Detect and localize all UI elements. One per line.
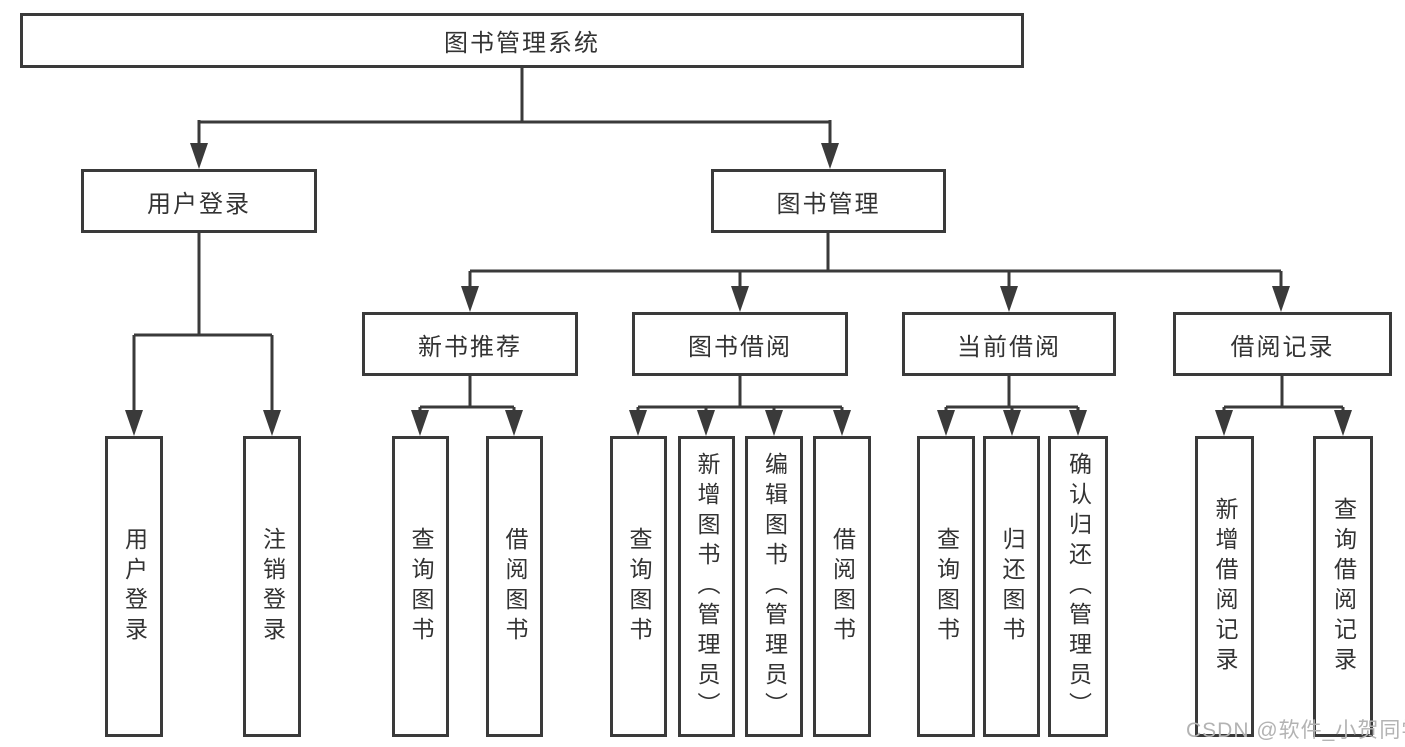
arrowhead-icon <box>629 410 647 436</box>
arrowhead-icon <box>461 286 479 312</box>
arrowhead-icon <box>731 286 749 312</box>
arrowhead-icon <box>1000 286 1018 312</box>
leaf-edit-book-admin: 编辑图书（管理员） <box>745 436 803 737</box>
arrowhead-icon <box>1003 410 1021 436</box>
leaf-return-book: 归还图书 <box>983 436 1040 737</box>
leaf-query-books-borrow: 查询图书 <box>610 436 667 737</box>
leaf-add-book-admin: 新增图书（管理员） <box>678 436 735 737</box>
leaf-add-borrow-record: 新增借阅记录 <box>1195 436 1254 737</box>
csdn-watermark: CSDN @软件_小贺同学 <box>1186 719 1405 742</box>
arrowhead-icon <box>1272 286 1290 312</box>
leaf-query-books-recommend: 查询图书 <box>392 436 449 737</box>
node-current-borrowing: 当前借阅 <box>902 312 1116 376</box>
arrowhead-icon <box>125 410 143 436</box>
leaf-confirm-return-admin: 确认归还（管理员） <box>1048 436 1108 737</box>
arrowhead-icon <box>505 410 523 436</box>
node-book-borrowing: 图书借阅 <box>632 312 848 376</box>
arrowhead-icon <box>1069 410 1087 436</box>
arrowhead-icon <box>833 410 851 436</box>
node-library-management-system: 图书管理系统 <box>20 13 1024 68</box>
arrowhead-icon <box>821 143 839 169</box>
leaf-borrow-books-recommend: 借阅图书 <box>486 436 543 737</box>
arrowhead-icon <box>263 410 281 436</box>
node-borrowing-records: 借阅记录 <box>1173 312 1392 376</box>
node-new-book-recommendation: 新书推荐 <box>362 312 578 376</box>
arrowhead-icon <box>190 143 208 169</box>
leaf-borrow-books: 借阅图书 <box>813 436 871 737</box>
arrowhead-icon <box>1334 410 1352 436</box>
arrowhead-icon <box>697 410 715 436</box>
arrowhead-icon <box>411 410 429 436</box>
node-user-login: 用户登录 <box>81 169 317 233</box>
leaf-user-login: 用户登录 <box>105 436 163 737</box>
leaf-query-borrow-record: 查询借阅记录 <box>1313 436 1373 737</box>
leaf-query-books-current: 查询图书 <box>917 436 975 737</box>
leaf-logout: 注销登录 <box>243 436 301 737</box>
arrowhead-icon <box>937 410 955 436</box>
arrowhead-icon <box>1215 410 1233 436</box>
node-book-management: 图书管理 <box>711 169 946 233</box>
arrowhead-icon <box>765 410 783 436</box>
